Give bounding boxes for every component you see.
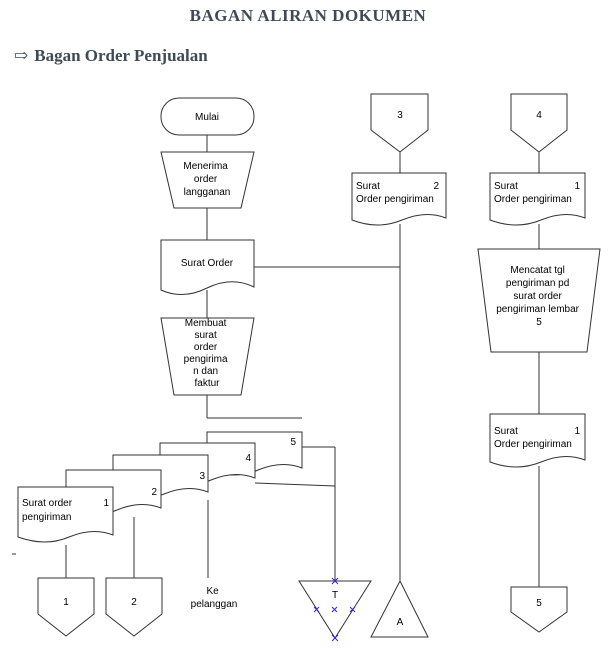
connector-2-label: 2 — [131, 597, 137, 608]
doc3-line1: Surat — [356, 181, 380, 192]
document-order-pengiriman-1 — [489, 172, 586, 226]
document-copy-1 — [17, 486, 114, 543]
connector-3-label: 3 — [397, 110, 403, 121]
document-sales-order — [160, 239, 255, 295]
copy-1-label: 1 — [103, 498, 109, 509]
document-order-pengiriman-2 — [351, 172, 447, 226]
record-date-label: Mencatat tgl pengiriman pd surat order p… — [496, 265, 582, 328]
receive-order-label: Menerima order langganan — [183, 161, 230, 198]
connector-1-label: 1 — [63, 597, 69, 608]
offpage-connector-3 — [370, 93, 429, 153]
offpage-connector-2 — [105, 577, 163, 637]
page-title: BAGAN ALIRAN DOKUMEN — [189, 6, 427, 25]
document-order-pengiriman-1-filed — [489, 413, 586, 468]
offpage-connector-1 — [37, 577, 95, 637]
copy-2-label: 2 — [151, 487, 157, 498]
doc3-copy: 2 — [433, 181, 439, 192]
start-label: Mulai — [195, 112, 219, 123]
make-docs-label: Membuat surat order pengirima n dan fakt… — [184, 318, 231, 389]
manual-operation-make-docs — [160, 317, 255, 396]
section-heading: ⇨ Bagan Order Penjualan — [14, 46, 208, 66]
surat-order-pengiriman-label: Surat order pengiriman — [22, 498, 75, 523]
file-t-label: T — [332, 590, 338, 601]
offpage-connector-4 — [510, 93, 568, 153]
sales-order-label: Surat Order — [181, 258, 234, 269]
doc3-line2: Order pengiriman — [356, 194, 434, 205]
doc4-line2: Order pengiriman — [494, 194, 572, 205]
doc4b-copy: 1 — [574, 426, 580, 437]
doc4-copy: 1 — [574, 181, 580, 192]
doc4-line1: Surat — [494, 181, 518, 192]
offline-file-a — [370, 579, 429, 638]
copy-5-label: 5 — [290, 437, 296, 448]
connector-5-label: 5 — [536, 598, 542, 609]
doc4b-line2: Order pengiriman — [494, 439, 572, 450]
file-a-label: A — [397, 617, 404, 628]
selection-handles — [313, 577, 356, 642]
manual-operation-record-date — [477, 248, 601, 353]
section-heading-text: Bagan Order Penjualan — [34, 46, 208, 65]
manual-operation-receive-order — [160, 151, 255, 209]
copy-4-label: 4 — [245, 453, 251, 464]
doc4b-line1: Surat — [494, 426, 518, 437]
to-customer-label: Ke pelanggan — [191, 586, 238, 610]
copy-3-label: 3 — [199, 471, 205, 482]
arrow-right-icon: ⇨ — [14, 46, 29, 65]
connector-4-label: 4 — [536, 110, 542, 121]
offpage-connector-5 — [510, 586, 568, 633]
